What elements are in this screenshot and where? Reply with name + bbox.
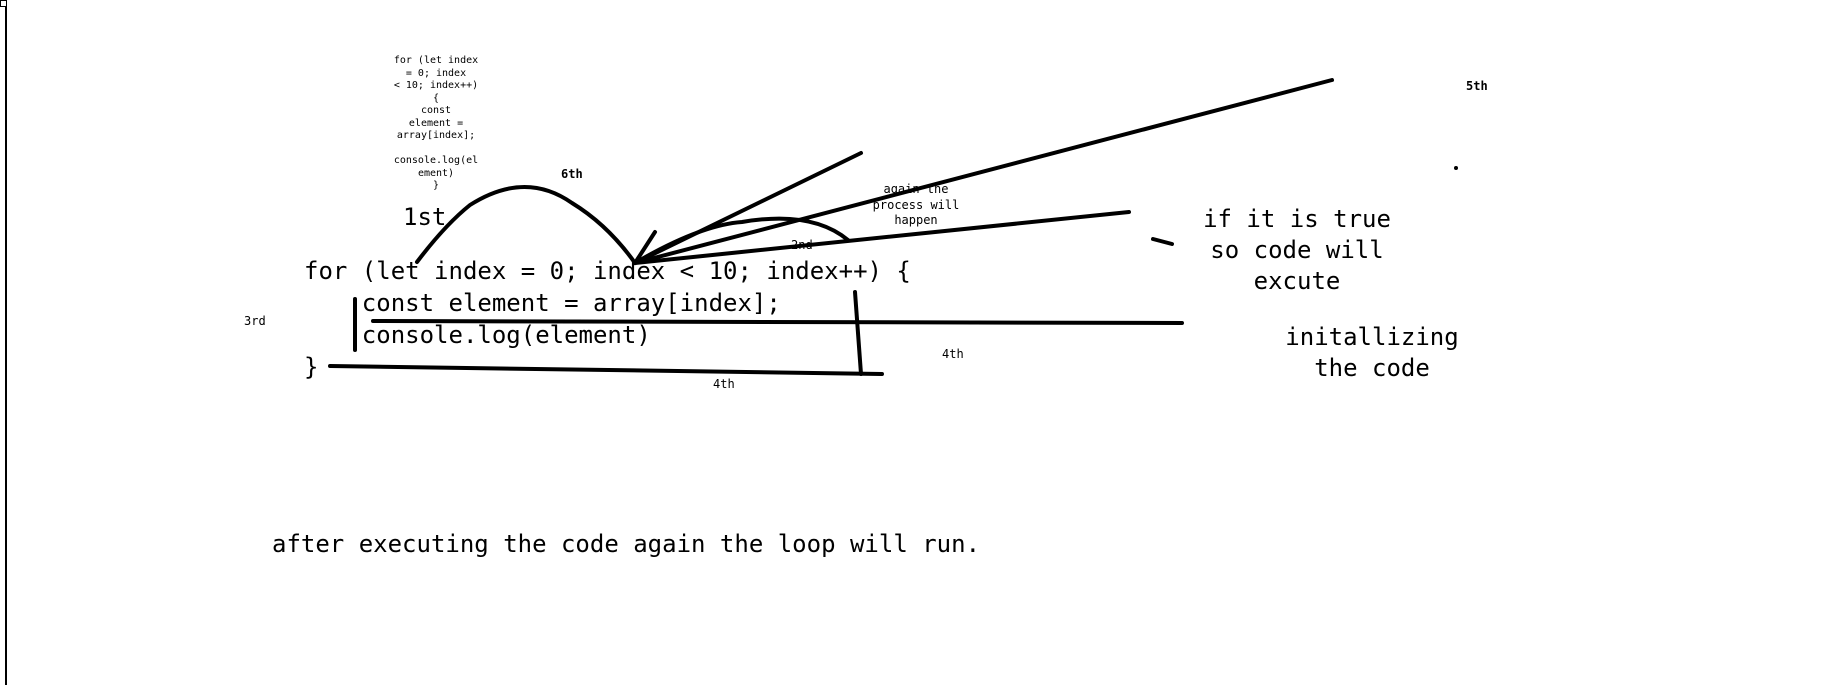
line-close-brace [328,364,884,376]
dash-condition [1151,237,1174,246]
code-line-close: } [304,353,319,381]
arc-sixth [415,185,637,265]
code-line-for: for (let index = 0; index < 10; index++)… [304,257,911,285]
canvas-corner-handle[interactable] [0,0,7,7]
stroke-upper [633,151,863,265]
line-under-const [371,319,1184,325]
drop-fourth [853,290,863,376]
note-initializing: initallizing the code [1285,323,1459,382]
note-condition-true: if it is true so code will excute [1203,205,1391,295]
stroke-upper-hook [633,230,657,265]
label-fourth-right: 4th [942,347,964,361]
label-fourth-bottom: 4th [713,377,735,391]
code-line-const: const element = array[index]; [304,289,781,317]
stroke-long [633,78,1334,265]
code-line-log: console.log(element) [304,321,651,349]
mini-code-snippet: for (let index = 0; index < 10; index++)… [393,55,479,191]
label-second: 2nd [791,238,813,252]
label-third: 3rd [244,314,266,328]
footer-note: after executing the code again the loop … [272,530,981,558]
label-sixth: 6th [561,167,583,181]
dot-mark [1454,166,1458,170]
note-again-process: again the process will happen [872,182,960,227]
label-first: 1st [403,203,447,231]
stroke-mid [633,210,1131,265]
code-block: for (let index = 0; index < 10; index++)… [304,255,911,383]
label-fifth: 5th [1466,79,1488,93]
canvas-left-border [0,0,7,685]
